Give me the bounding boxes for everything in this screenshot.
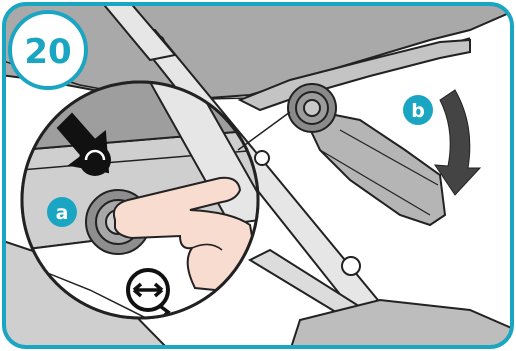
callout-b-label: b: [411, 100, 425, 122]
press-arrow-icon: [56, 112, 111, 176]
zoom-pointer: [237, 111, 291, 151]
rotate-adjust-icon: [126, 268, 171, 318]
callout-b: b: [403, 95, 433, 125]
folding-panel: [298, 106, 447, 227]
hand: [112, 176, 258, 292]
frame-tube-upper: [97, 4, 177, 62]
callout-a-label: a: [56, 202, 69, 224]
hinge-knob: [287, 83, 337, 133]
fold-down-arrow-icon: [434, 89, 482, 196]
zoom-detail: [20, 80, 260, 320]
step-badge: 20: [8, 10, 88, 90]
step-number: 20: [24, 32, 71, 72]
callout-a: a: [47, 197, 77, 227]
